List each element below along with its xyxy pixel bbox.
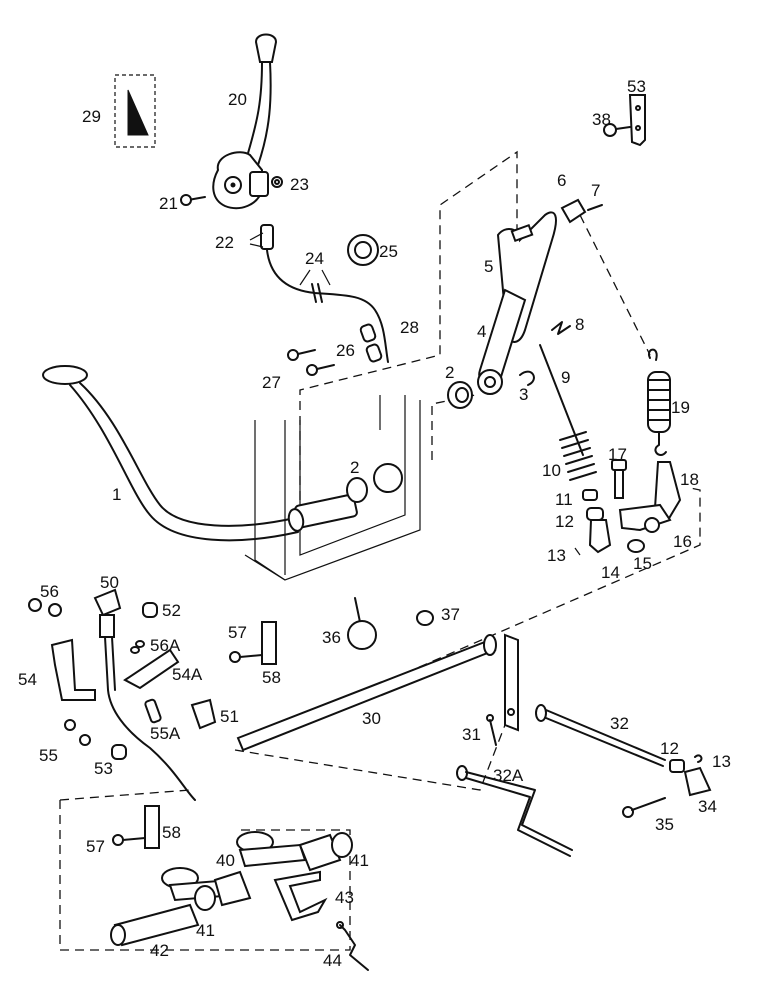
callout-3: 3 bbox=[519, 385, 528, 404]
callout-58: 58 bbox=[262, 668, 281, 687]
part-42-sleeve bbox=[110, 903, 200, 947]
callout-31: 31 bbox=[462, 725, 481, 744]
callout-5: 5 bbox=[484, 257, 493, 276]
part-29-decal bbox=[114, 74, 156, 148]
callout-9: 9 bbox=[561, 368, 570, 387]
part-24-throttle-cable bbox=[260, 224, 389, 363]
callout-18: 18 bbox=[680, 470, 699, 489]
callout-26: 26 bbox=[336, 341, 355, 360]
part-16-17-18-lever-bracket bbox=[611, 459, 682, 553]
callout-54a: 54A bbox=[172, 665, 203, 684]
callout-24: 24 bbox=[305, 249, 324, 268]
part-38-53-bracket bbox=[603, 94, 646, 147]
callout-12: 12 bbox=[660, 739, 679, 758]
callout-55a: 55A bbox=[150, 724, 181, 743]
callout-12: 12 bbox=[555, 512, 574, 531]
frame-outline bbox=[244, 395, 421, 581]
part-40-bracket bbox=[161, 831, 307, 902]
leader-lines bbox=[249, 232, 581, 556]
callout-53: 53 bbox=[627, 77, 646, 96]
callout-29: 29 bbox=[82, 107, 101, 126]
callout-15: 15 bbox=[633, 554, 652, 573]
callout-32a: 32A bbox=[493, 766, 524, 785]
part-26-27-28-fasteners bbox=[287, 323, 383, 376]
part-left-fasteners bbox=[28, 598, 180, 760]
part-8-clip bbox=[551, 321, 571, 335]
part-57-58-bracket-lower bbox=[112, 805, 160, 849]
callout-50: 50 bbox=[100, 573, 119, 592]
part-51-clamp bbox=[190, 698, 217, 730]
callout-20: 20 bbox=[228, 90, 247, 109]
part-43-plate bbox=[273, 870, 328, 922]
part-19-return-spring bbox=[647, 348, 671, 456]
callout-7: 7 bbox=[591, 181, 600, 200]
part-32a-crank-rod bbox=[456, 765, 573, 857]
callout-6: 6 bbox=[557, 171, 566, 190]
callout-17: 17 bbox=[608, 445, 627, 464]
callout-38: 38 bbox=[592, 110, 611, 129]
callout-8: 8 bbox=[575, 315, 584, 334]
callout-51: 51 bbox=[220, 707, 239, 726]
callout-27: 27 bbox=[262, 373, 281, 392]
part-32-rod bbox=[535, 704, 666, 767]
part-1-pedal-lever bbox=[42, 365, 358, 542]
callout-30: 30 bbox=[362, 709, 381, 728]
callout-36: 36 bbox=[322, 628, 341, 647]
part-3-circlip bbox=[519, 370, 535, 386]
callout-2: 2 bbox=[350, 458, 359, 477]
callout-58: 58 bbox=[162, 823, 181, 842]
callout-52: 52 bbox=[162, 601, 181, 620]
callout-42: 42 bbox=[150, 941, 169, 960]
part-4-5-linkage-lever bbox=[477, 211, 557, 395]
callout-23: 23 bbox=[290, 175, 309, 194]
part-6-7-clevis bbox=[560, 198, 603, 224]
callout-35: 35 bbox=[655, 815, 674, 834]
callout-43: 43 bbox=[335, 888, 354, 907]
callout-28: 28 bbox=[400, 318, 419, 337]
callout-53: 53 bbox=[94, 759, 113, 778]
callout-2: 2 bbox=[445, 363, 454, 382]
callout-41: 41 bbox=[350, 851, 369, 870]
callout-1: 1 bbox=[112, 485, 121, 504]
callout-56a: 56A bbox=[150, 636, 181, 655]
callout-13: 13 bbox=[547, 546, 566, 565]
part-44-wire-clip bbox=[336, 921, 369, 971]
part-9-10-rod-spring bbox=[539, 344, 612, 554]
callout-41: 41 bbox=[196, 921, 215, 940]
callout-40: 40 bbox=[216, 851, 235, 870]
callout-22: 22 bbox=[215, 233, 234, 252]
callout-34: 34 bbox=[698, 797, 717, 816]
assembly-guide-lines bbox=[59, 150, 701, 951]
callout-14: 14 bbox=[601, 563, 620, 582]
callout-16: 16 bbox=[673, 532, 692, 551]
callout-19: 19 bbox=[671, 398, 690, 417]
part-34-35-balljoint bbox=[622, 754, 712, 818]
callout-57: 57 bbox=[86, 837, 105, 856]
part-25-grommet bbox=[347, 234, 379, 266]
callout-numbers: 1 2 2 3 4 5 6 7 8 9 10 11 12 12 13 13 14… bbox=[18, 77, 731, 970]
part-41-bushings bbox=[194, 832, 353, 911]
part-31-pin bbox=[486, 714, 497, 746]
part-2-bushings bbox=[346, 381, 473, 503]
callout-32: 32 bbox=[610, 714, 629, 733]
callout-13: 13 bbox=[712, 752, 731, 771]
part-50-choke-cable bbox=[93, 588, 196, 801]
part-57-58-bracket-upper bbox=[229, 621, 277, 665]
part-36-37-strap bbox=[347, 597, 434, 650]
callout-11: 11 bbox=[555, 490, 573, 509]
part-20-hand-lever bbox=[180, 33, 283, 210]
callout-54: 54 bbox=[18, 670, 37, 689]
part-30-cross-shaft bbox=[236, 633, 519, 752]
callout-57: 57 bbox=[228, 623, 247, 642]
callout-44: 44 bbox=[323, 951, 342, 970]
callout-56: 56 bbox=[40, 582, 59, 601]
callout-37: 37 bbox=[441, 605, 460, 624]
callout-4: 4 bbox=[477, 322, 486, 341]
callout-25: 25 bbox=[379, 242, 398, 261]
callout-55: 55 bbox=[39, 746, 58, 765]
callout-21: 21 bbox=[159, 194, 178, 213]
callout-10: 10 bbox=[542, 461, 561, 480]
